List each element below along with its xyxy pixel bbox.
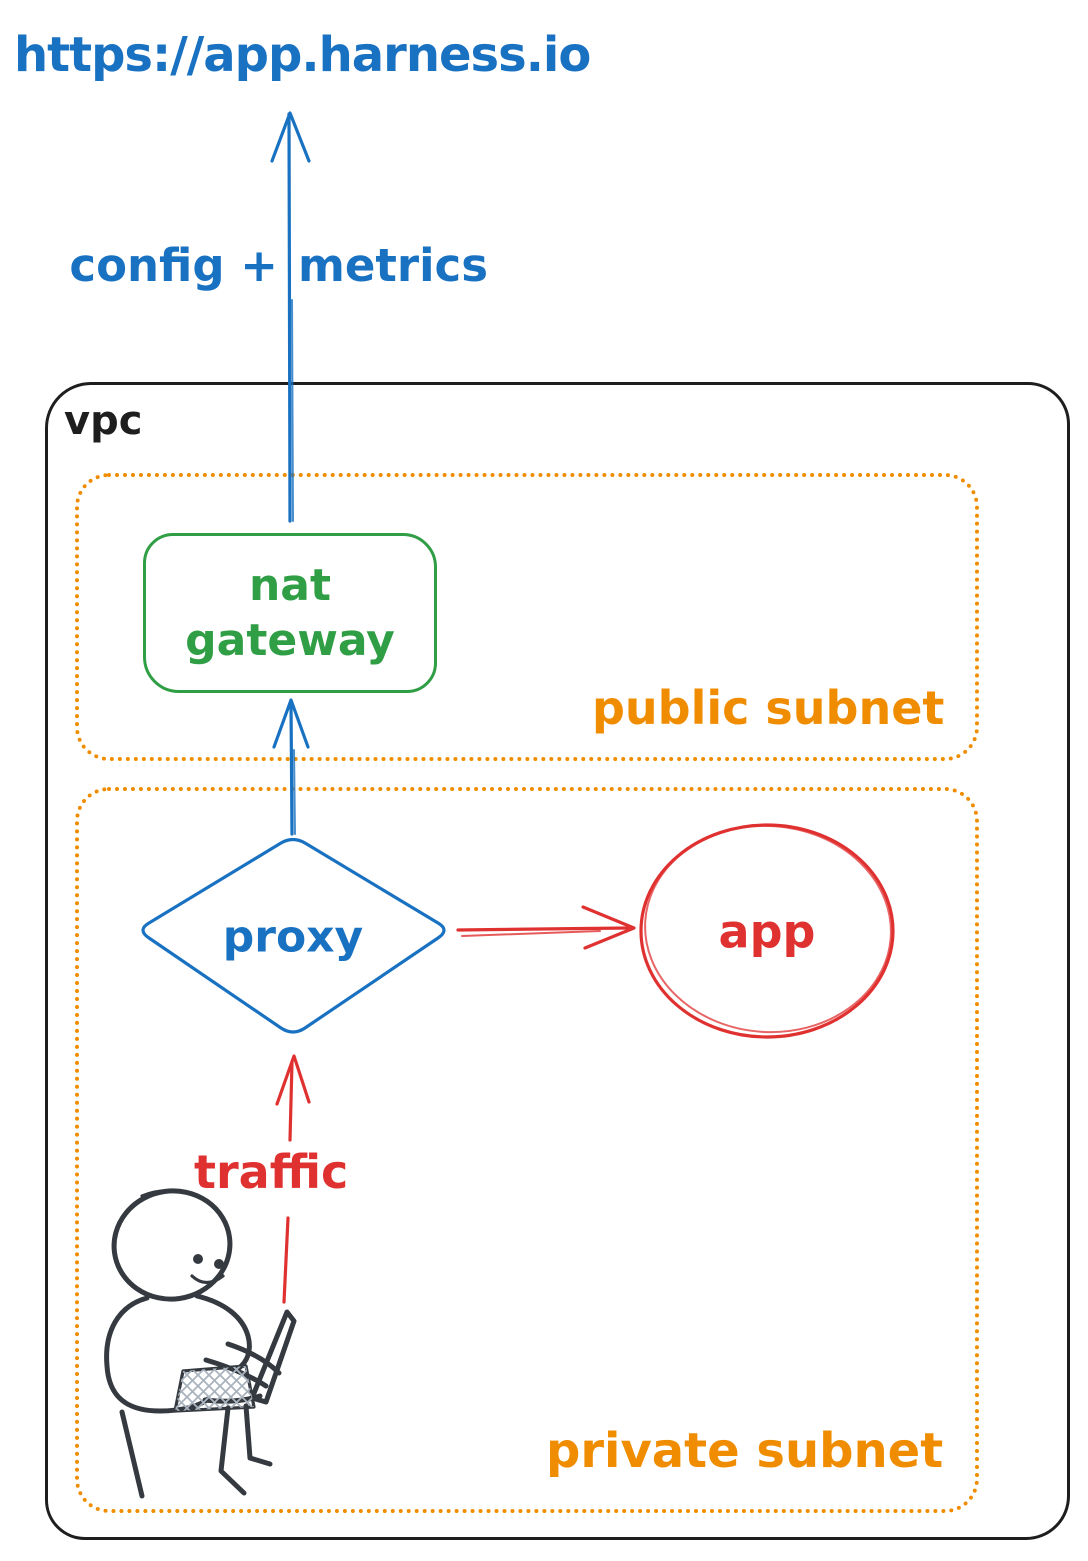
- vpc-label: vpc: [64, 398, 143, 444]
- external-url-label: https://app.harness.io: [14, 27, 591, 83]
- config-metrics-label-right: metrics: [298, 239, 488, 292]
- public-subnet-label: public subnet: [592, 681, 945, 735]
- nat-gateway-node: nat gateway: [143, 533, 437, 693]
- proxy-label: proxy: [222, 911, 364, 963]
- private-subnet-label: private subnet: [546, 1423, 944, 1479]
- config-metrics-label-left: config +: [69, 239, 278, 292]
- public-subnet-box: [75, 473, 979, 761]
- nat-gateway-label-line1: nat: [248, 560, 332, 611]
- app-label: app: [718, 904, 816, 959]
- private-subnet-box: [75, 787, 979, 1513]
- vpc-container-box: [45, 382, 1070, 1540]
- nat-gateway-label-line2: gateway: [185, 615, 395, 666]
- traffic-label: traffic: [194, 1145, 349, 1199]
